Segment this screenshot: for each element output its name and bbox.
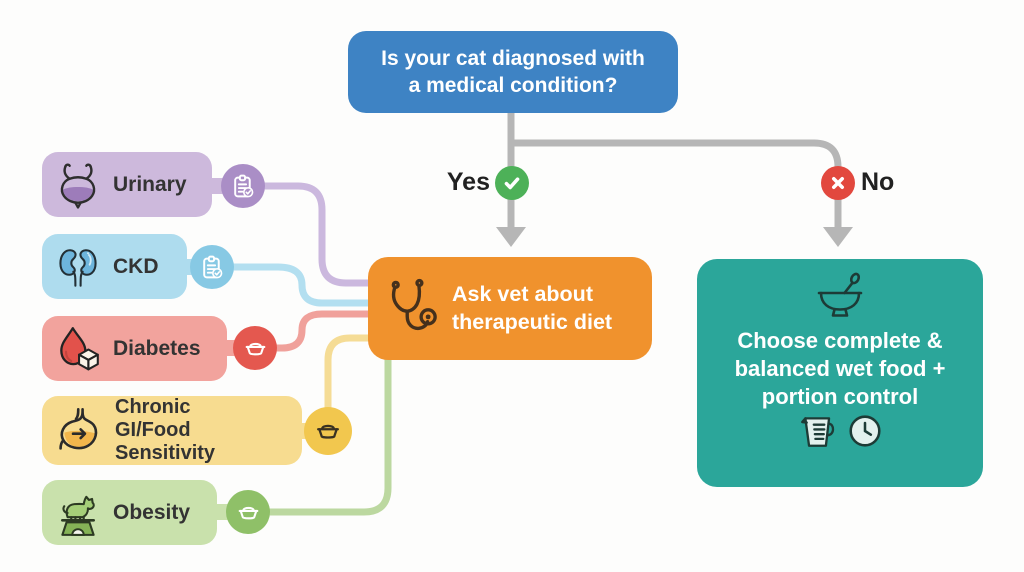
stomach-icon <box>53 405 105 457</box>
cat-on-scale-icon <box>53 488 103 538</box>
gi-label: Chronic GI/Food Sensitivity <box>115 396 216 464</box>
urinary-connector-line <box>261 182 374 287</box>
yes-arrowhead <box>496 227 526 247</box>
check-circle-icon <box>495 166 529 200</box>
bowl-with-spoon-icon <box>808 270 872 326</box>
kidneys-icon <box>53 242 103 292</box>
diabetes-connector-line <box>273 310 374 352</box>
outcome-yes-text: Ask vet about therapeutic diet <box>452 281 613 334</box>
condition-node-diabetes: Diabetes <box>42 316 227 381</box>
diabetes-label: Diabetes <box>113 336 201 360</box>
pet-bowl-icon <box>304 407 352 455</box>
ckd-label: CKD <box>113 254 159 278</box>
condition-node-ckd: CKD <box>42 234 187 299</box>
gi-connector-line <box>324 334 374 412</box>
stethoscope-icon <box>381 277 439 341</box>
x-icon <box>832 177 844 189</box>
pet-bowl-icon <box>226 490 270 534</box>
bladder-icon <box>53 160 103 210</box>
measuring-cup-icon <box>798 412 838 450</box>
clipboard-check-icon <box>221 164 265 208</box>
portion-icons-row <box>798 412 883 450</box>
outcome-node-wet-food: Choose complete & balanced wet food + po… <box>697 259 983 487</box>
question-node: Is your cat diagnosed with a medical con… <box>348 31 678 113</box>
obesity-connector-line <box>266 354 392 516</box>
urinary-label: Urinary <box>113 172 187 196</box>
outcome-no-text: Choose complete & balanced wet food + po… <box>734 328 946 409</box>
condition-node-gi: Chronic GI/Food Sensitivity <box>42 396 302 465</box>
outcome-node-therapeutic-diet: Ask vet about therapeutic diet <box>368 257 652 360</box>
no-branch-line <box>511 139 842 229</box>
obesity-label: Obesity <box>113 500 191 524</box>
clock-icon <box>847 413 883 449</box>
clipboard-check-icon <box>190 245 234 289</box>
pet-bowl-icon <box>233 326 277 370</box>
question-text: Is your cat diagnosed with a medical con… <box>381 46 645 97</box>
yes-label: Yes <box>446 168 490 196</box>
ckd-connector-line <box>230 263 374 307</box>
blood-drop-sugar-cube-icon <box>53 324 103 374</box>
x-circle-icon <box>821 166 855 200</box>
condition-node-urinary: Urinary <box>42 152 212 217</box>
no-arrowhead <box>823 227 853 247</box>
condition-node-obesity: Obesity <box>42 480 217 545</box>
no-label: No <box>861 168 895 196</box>
check-icon <box>504 177 520 190</box>
